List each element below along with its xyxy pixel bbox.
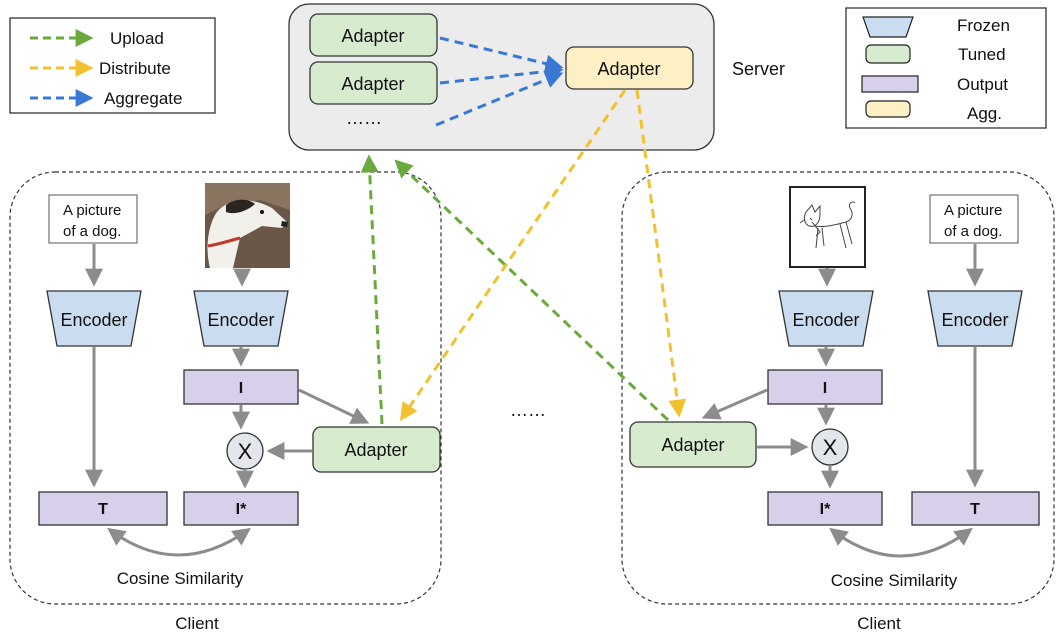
right-distribute-arrow bbox=[635, 89, 687, 418]
frozen-legend-label: Frozen bbox=[957, 16, 1010, 35]
agg-swatch bbox=[865, 100, 911, 118]
right-text-feature-label: T bbox=[970, 501, 980, 518]
left-text-input-line-1: A picture bbox=[63, 202, 121, 219]
left-adapted-feature-label: I* bbox=[236, 501, 247, 518]
left-multiply-label: X bbox=[238, 439, 253, 464]
right-multiply-node bbox=[811, 428, 849, 466]
left-flow-arrows bbox=[85, 244, 370, 557]
right-text-input-line-1: A picture bbox=[944, 202, 1002, 219]
aggregated-adapter-label: Adapter bbox=[597, 59, 660, 79]
tuned-legend-label: Tuned bbox=[958, 45, 1006, 64]
agg-legend-label: Agg. bbox=[967, 104, 1002, 123]
right-text-input-line-2: of a dog. bbox=[944, 223, 1002, 240]
left-similarity-label: Cosine Similarity bbox=[117, 569, 244, 588]
frozen-swatch bbox=[862, 16, 914, 38]
right-adapter bbox=[629, 421, 757, 468]
left-text-input bbox=[48, 194, 138, 244]
right-adapter-label: Adapter bbox=[661, 435, 724, 455]
left-upload-arrow bbox=[360, 154, 384, 425]
left-image-encoder-label: Encoder bbox=[207, 310, 274, 330]
right-image-feature-label: I bbox=[823, 380, 827, 397]
server-label: Server bbox=[732, 59, 785, 79]
right-similarity-label: Cosine Similarity bbox=[831, 571, 958, 590]
server-panel: Adapter Adapter …… Adapter bbox=[288, 3, 715, 151]
dog-sketch bbox=[789, 186, 866, 268]
right-image-encoder bbox=[778, 290, 874, 347]
right-flow-arrows bbox=[701, 244, 984, 558]
right-text-feature bbox=[911, 491, 1040, 526]
left-text-input-line-2: of a dog. bbox=[63, 223, 121, 240]
right-text-encoder-label: Encoder bbox=[941, 310, 1008, 330]
client-right: A picture of a dog. Encoder Encoder I Ad… bbox=[621, 171, 1055, 605]
left-text-feature-label: T bbox=[98, 501, 108, 518]
left-text-feature bbox=[38, 491, 168, 526]
server-adapter-2 bbox=[309, 61, 438, 105]
right-text-encoder bbox=[927, 290, 1023, 347]
output-swatch bbox=[861, 75, 919, 93]
left-image-encoder bbox=[193, 290, 289, 347]
left-adapted-feature bbox=[183, 491, 299, 526]
left-adapter bbox=[312, 426, 441, 473]
left-adapter-label: Adapter bbox=[344, 440, 407, 460]
right-upload-arrow bbox=[394, 159, 670, 422]
aggregate-arrow-1 bbox=[439, 36, 564, 73]
right-text-input bbox=[929, 194, 1019, 244]
server-adapter-1-label: Adapter bbox=[341, 26, 404, 46]
right-image-encoder-label: Encoder bbox=[792, 310, 859, 330]
server-adapter-2-label: Adapter bbox=[341, 74, 404, 94]
right-adapted-feature-label: I* bbox=[820, 501, 831, 518]
tuned-swatch bbox=[865, 44, 911, 64]
left-text-encoder bbox=[46, 290, 142, 347]
server-ellipsis: …… bbox=[346, 108, 382, 128]
arrow-legend: Upload Distribute Aggregate bbox=[9, 17, 216, 114]
box-legend: Frozen Tuned Output Agg. bbox=[845, 7, 1047, 129]
upload-legend-label: Upload bbox=[110, 29, 164, 48]
output-legend-label: Output bbox=[957, 75, 1008, 94]
clients-ellipsis: …… bbox=[510, 400, 546, 420]
aggregate-arrow-2 bbox=[439, 62, 564, 85]
right-client-label: Client bbox=[857, 614, 901, 633]
left-image-feature-label: I bbox=[239, 380, 243, 397]
left-multiply-node bbox=[226, 432, 264, 470]
left-distribute-arrow bbox=[399, 89, 627, 421]
left-image-feature bbox=[183, 369, 299, 405]
server-adapter-1 bbox=[309, 13, 438, 57]
right-image-feature bbox=[767, 369, 883, 405]
right-multiply-label: X bbox=[823, 435, 838, 460]
aggregate-arrow-3 bbox=[435, 71, 564, 127]
distribute-legend-label: Distribute bbox=[99, 59, 171, 78]
client-left: A picture of a dog. Encoder Encoder I X … bbox=[9, 171, 442, 605]
left-client-label: Client bbox=[175, 614, 219, 633]
dog-photo bbox=[205, 183, 290, 268]
aggregated-adapter bbox=[565, 46, 694, 90]
aggregate-legend-label: Aggregate bbox=[104, 89, 182, 108]
right-adapted-feature bbox=[767, 491, 883, 526]
left-text-encoder-label: Encoder bbox=[60, 310, 127, 330]
